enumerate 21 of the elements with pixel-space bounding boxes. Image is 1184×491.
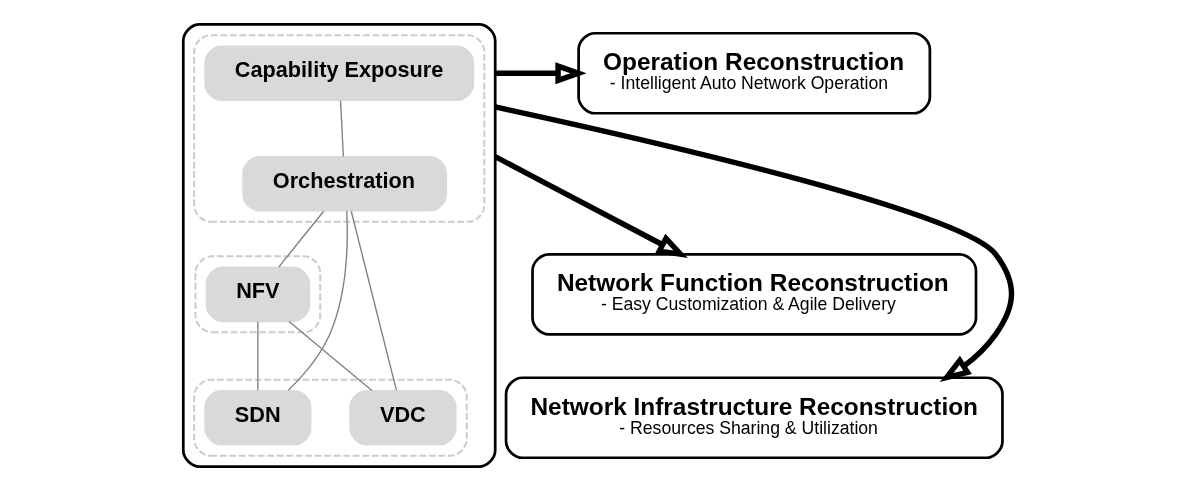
node-box: Capability Exposure: [204, 45, 475, 102]
connector: [278, 210, 325, 268]
node-box: Network Infrastructure Reconstruction - Resources Sharing & Utilization: [504, 376, 1004, 460]
arrow: [493, 154, 688, 259]
node-box: Network Function Reconstruction - Easy Customization & Agile Delivery: [531, 252, 978, 336]
arrow: [495, 62, 587, 85]
connector: [287, 210, 348, 391]
arrow: [494, 104, 1015, 382]
connector: [257, 321, 259, 391]
connector: [350, 210, 398, 392]
node-box: Operation Reconstruction - Intelligent Auto Network Operation: [577, 31, 932, 115]
node-box: Orchestration: [242, 156, 448, 212]
node-box: VDC: [349, 389, 457, 446]
cluster: [181, 23, 497, 468]
cluster: [193, 34, 486, 223]
node-box: SDN: [204, 389, 312, 446]
cluster: [193, 378, 468, 457]
connector: [288, 320, 373, 392]
node-box: NFV: [205, 266, 311, 323]
connector: [339, 100, 345, 158]
cluster: [194, 255, 322, 334]
